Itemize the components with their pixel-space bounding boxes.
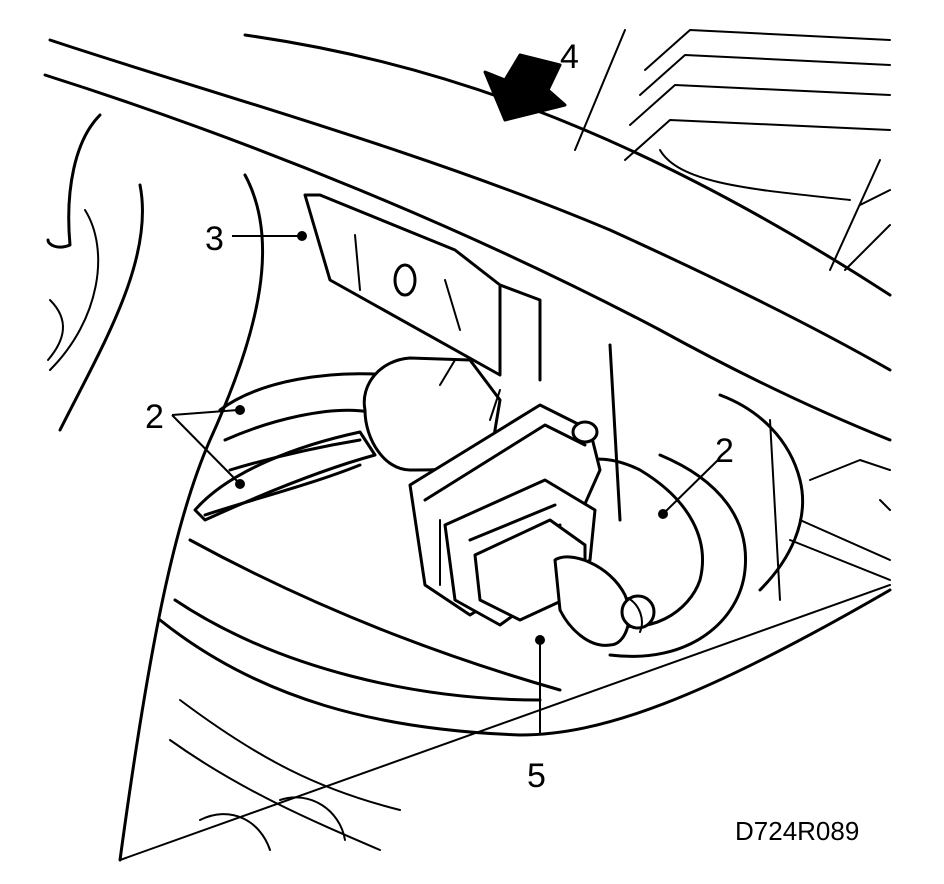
connector-plug [443, 478, 656, 647]
left-trim [46, 113, 265, 862]
callout-3: 3 [205, 220, 224, 258]
figure-code: D724R089 [735, 816, 859, 846]
right-structure [608, 343, 891, 601]
callout-2-left: 2 [145, 398, 164, 436]
vent-grille [624, 29, 891, 271]
mounting-bracket [303, 193, 542, 382]
leader-lines [171, 231, 719, 735]
callout-5: 5 [527, 757, 546, 795]
direction-arrow [483, 53, 567, 122]
wiring-harness [193, 356, 748, 658]
callout-4: 4 [560, 38, 579, 76]
lower-trim [119, 538, 892, 861]
callout-2-right: 2 [715, 432, 734, 470]
